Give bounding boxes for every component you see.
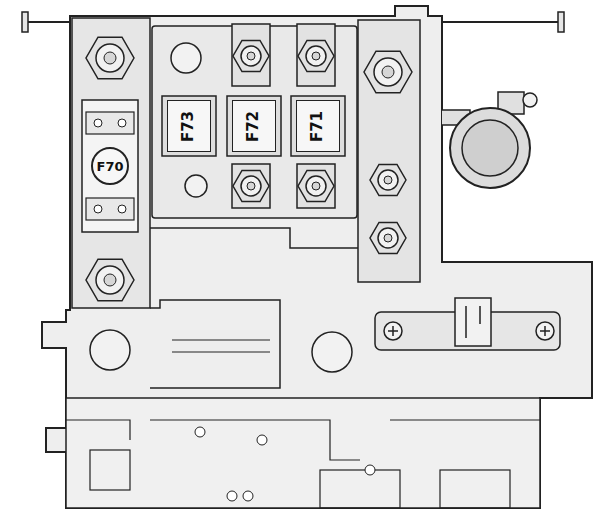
fuse-body: F72 xyxy=(232,100,276,152)
fuse-body: F73 xyxy=(167,100,211,152)
center-plate xyxy=(150,24,360,248)
housing xyxy=(22,6,592,508)
fuse-body: F71 xyxy=(296,100,340,152)
fuse-callout-circle: F70 xyxy=(91,147,129,185)
fuse-label: F73 xyxy=(182,110,197,141)
fuse-label: F70 xyxy=(97,160,124,173)
fuse-label: F72 xyxy=(247,110,262,141)
hold-down-bracket xyxy=(375,298,560,350)
left-fuse-band xyxy=(72,18,150,308)
fuse-label: F71 xyxy=(311,110,326,141)
right-column xyxy=(358,20,420,282)
battery-terminal xyxy=(442,92,537,188)
